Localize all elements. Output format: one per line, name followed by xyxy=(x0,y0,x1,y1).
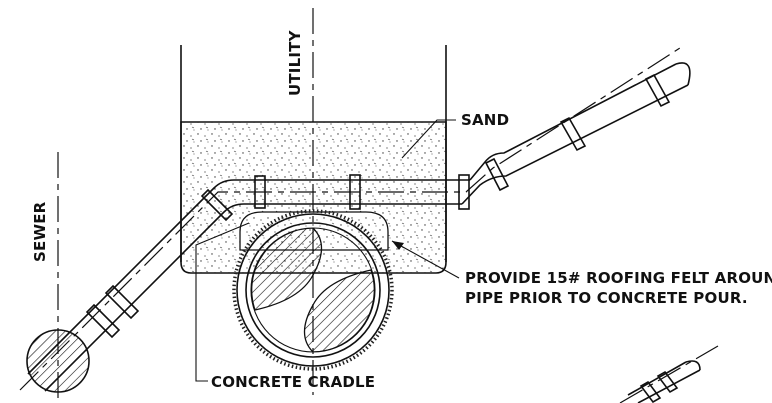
sewer-pipe-section xyxy=(26,152,90,403)
sand-label: SAND xyxy=(461,111,509,129)
utility-label: UTILITY xyxy=(286,29,304,96)
felt-note-line1: PROVIDE 15# ROOFING FELT AROUND xyxy=(465,269,772,287)
cradle-label: CONCRETE CRADLE xyxy=(211,373,375,391)
roofing-felt-ring xyxy=(232,209,394,371)
service-pipe xyxy=(19,47,691,392)
felt-callout: PROVIDE 15# ROOFING FELT AROUND PIPE PRI… xyxy=(391,240,772,307)
sand-callout: SAND xyxy=(401,111,509,159)
cradle-callout: CONCRETE CRADLE xyxy=(195,222,375,391)
felt-note-line2: PIPE PRIOR TO CONCRETE POUR. xyxy=(465,289,748,307)
sewer-label: SEWER xyxy=(31,201,49,262)
utility-pipe-contents-lower xyxy=(303,269,375,352)
utility-pipe-contents xyxy=(251,228,323,311)
lower-right-pipe xyxy=(619,345,719,403)
utility-pipe-section xyxy=(232,209,394,371)
